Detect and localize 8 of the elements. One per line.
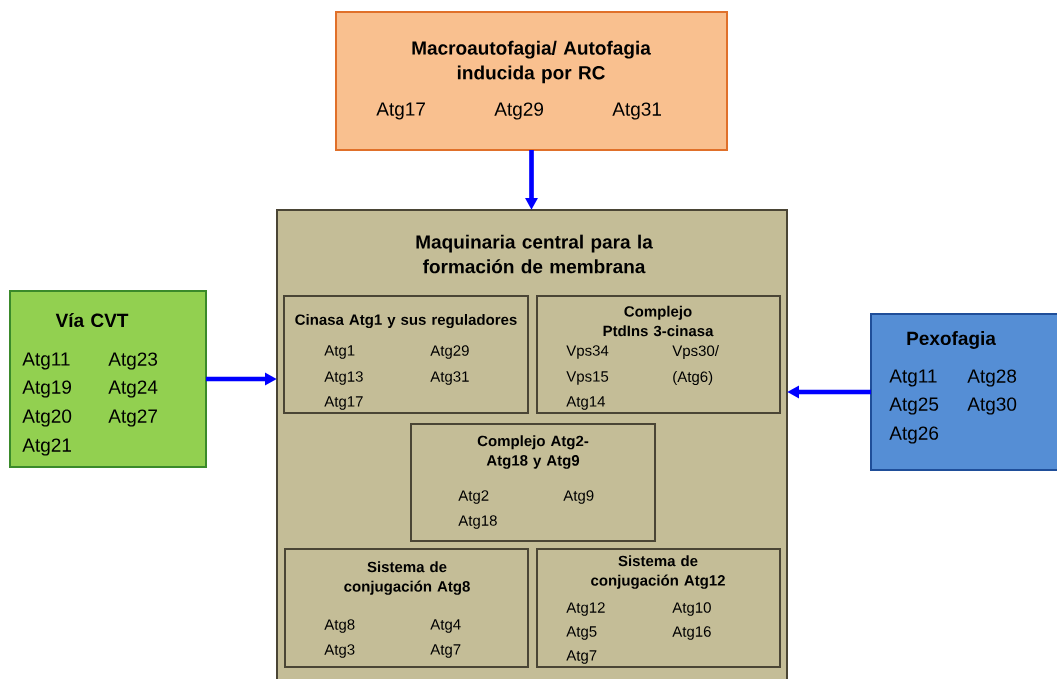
process-box: Cinasa Atg1 y sus reguladores Atg1 Atg29 Atg13 Atg31 Atg17 [283,295,529,414]
process-box: Sistema de conjugación Atg8 Atg8 Atg4 Atg3 Atg7 [284,548,529,668]
process-box: Pexofagia Atg11 Atg28 Atg25 Atg30 Atg26 [870,313,1057,471]
process-box: Complejo Atg2-Atg18 y Atg9 Atg2 Atg9 Atg18 [410,423,656,542]
process-box: Complejo PtdIns 3-cinasa Vps34 Vps30/ Vps15 (Atg6) Atg14 [536,295,781,414]
process-box: Sistema de conjugación Atg12 Atg12 Atg10 Atg5 Atg16 Atg7 [536,548,781,668]
process-box: Vía CVT Atg11 Atg23 Atg19 Atg24 Atg20 Atg27 Atg21 [9,290,207,468]
process-box: Macroautofagia/ Autofagia inducida por RC Atg17 Atg29 Atg31 [335,11,728,151]
